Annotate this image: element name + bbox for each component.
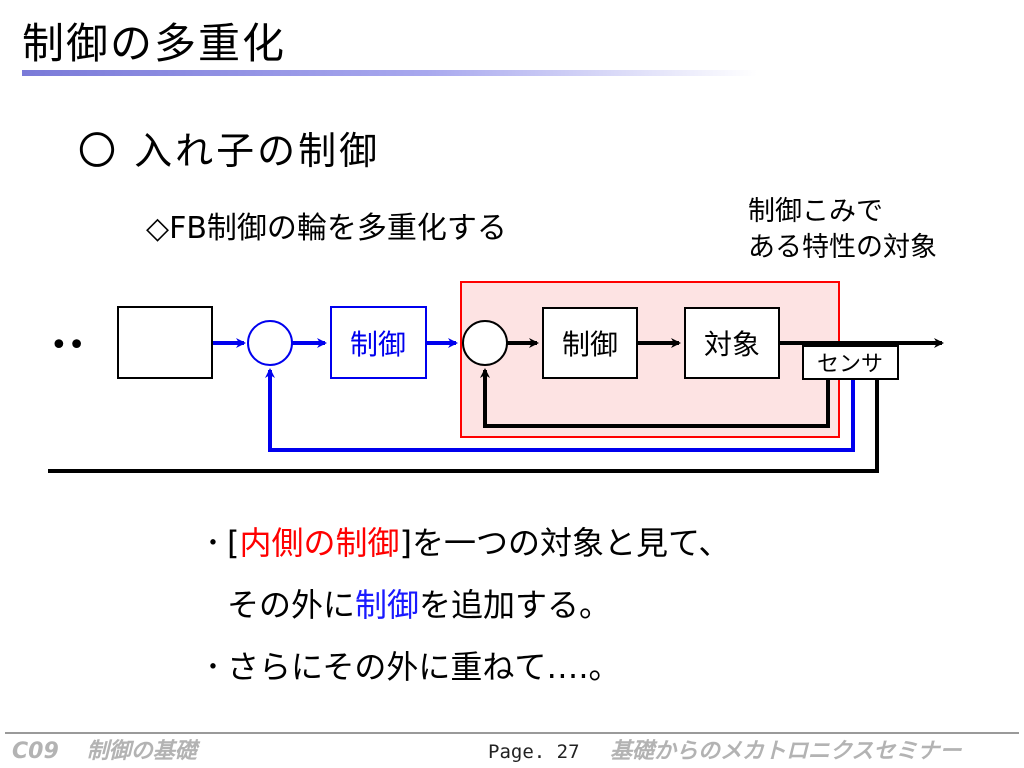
slide-title: 制御の多重化 bbox=[22, 19, 287, 68]
section-heading: 〇 入れ子の制御 bbox=[78, 129, 381, 173]
plant-label: 対象 bbox=[704, 328, 760, 361]
bullet-1-continuation: その外に制御を追加する。 bbox=[205, 574, 730, 636]
inner-summing-junction bbox=[462, 320, 508, 366]
bullet-1-suffix: ]を一つの対象と見て、 bbox=[399, 524, 731, 562]
bullet-1: ･[内側の制御]を一つの対象と見て、 bbox=[205, 512, 730, 574]
outer-feedback-line bbox=[265, 368, 855, 452]
sensor-block bbox=[802, 345, 899, 380]
footer-course: C09 制御の基礎 bbox=[12, 737, 197, 767]
inner-controller-label: 制御 bbox=[562, 328, 618, 361]
outer-controller-block bbox=[330, 306, 427, 379]
outer-controller-label: 制御 bbox=[350, 328, 406, 361]
bullet-1-cont-prefix: その外に bbox=[227, 586, 356, 624]
outer-block-empty bbox=[117, 306, 213, 379]
input-dots: •• bbox=[50, 328, 85, 363]
inner-loop-annotation: 制御こみで ある特性の対象 bbox=[748, 194, 937, 266]
footer-course-title: 制御の基礎 bbox=[86, 739, 197, 764]
bullet-1-prefix: [ bbox=[227, 524, 240, 562]
footer-series-title: 基礎からのメカトロニクスセミナー bbox=[610, 739, 962, 764]
bullet-marker: ･ bbox=[205, 524, 222, 562]
bullet-1-highlight: 内側の制御 bbox=[239, 524, 400, 562]
footer-page-number: Page. 27 bbox=[488, 741, 580, 763]
inner-feedback-line bbox=[480, 368, 830, 428]
bullet-2: ･さらにその外に重ねて….。 bbox=[205, 636, 730, 698]
bullet-1-cont-highlight: 制御 bbox=[355, 586, 420, 624]
outer-summing-junction bbox=[247, 320, 293, 366]
footer-course-code: C09 bbox=[12, 739, 59, 764]
outermost-feedback-line bbox=[48, 378, 879, 473]
footer-rule bbox=[5, 732, 1019, 734]
inner-loop-highlight-box bbox=[460, 281, 840, 438]
annotation-line-1: 制御こみで bbox=[748, 196, 883, 227]
title-underline bbox=[22, 70, 757, 76]
annotation-line-2: ある特性の対象 bbox=[748, 232, 937, 263]
section-subheading: ◇FB制御の輪を多重化する bbox=[146, 211, 507, 246]
bullet-marker: ･ bbox=[205, 648, 222, 686]
bullet-list: ･[内側の制御]を一つの対象と見て、 その外に制御を追加する。 ･さらにその外に… bbox=[205, 512, 730, 698]
bullet-1-cont-suffix: を追加する。 bbox=[419, 586, 612, 624]
inner-controller-block bbox=[542, 307, 638, 379]
bullet-2-text: さらにその外に重ねて….。 bbox=[227, 648, 621, 686]
sensor-label: センサ bbox=[817, 352, 883, 377]
